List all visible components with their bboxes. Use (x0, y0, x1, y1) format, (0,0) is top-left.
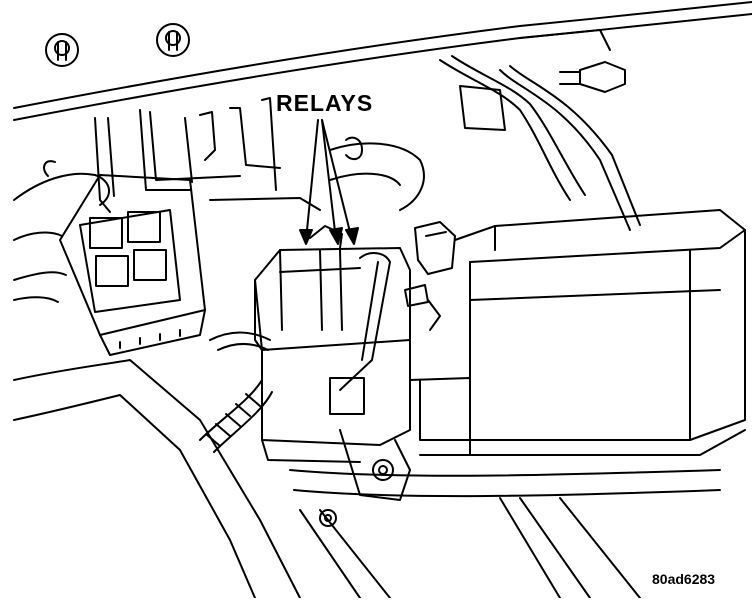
relay-center (255, 226, 410, 462)
hood-edge (14, 2, 752, 120)
bolt-upper-right (560, 62, 625, 92)
lower-body-panel (14, 333, 300, 599)
wire-loom (200, 380, 272, 452)
connector-plug (405, 222, 455, 330)
stud-bolt-left (46, 34, 78, 66)
wiring-harness-upper (440, 56, 640, 230)
relays-leader-lines (300, 120, 358, 244)
relay-removed (60, 175, 205, 355)
hand (14, 161, 109, 302)
stud-bolt-right (157, 24, 189, 56)
lower-crossmember (290, 470, 720, 598)
upper-bracket (95, 98, 320, 212)
power-distribution-box (410, 210, 745, 455)
figure-code: 80ad6283 (652, 571, 716, 587)
relays-label: RELAYS (276, 90, 374, 116)
coolant-hose (330, 138, 424, 210)
